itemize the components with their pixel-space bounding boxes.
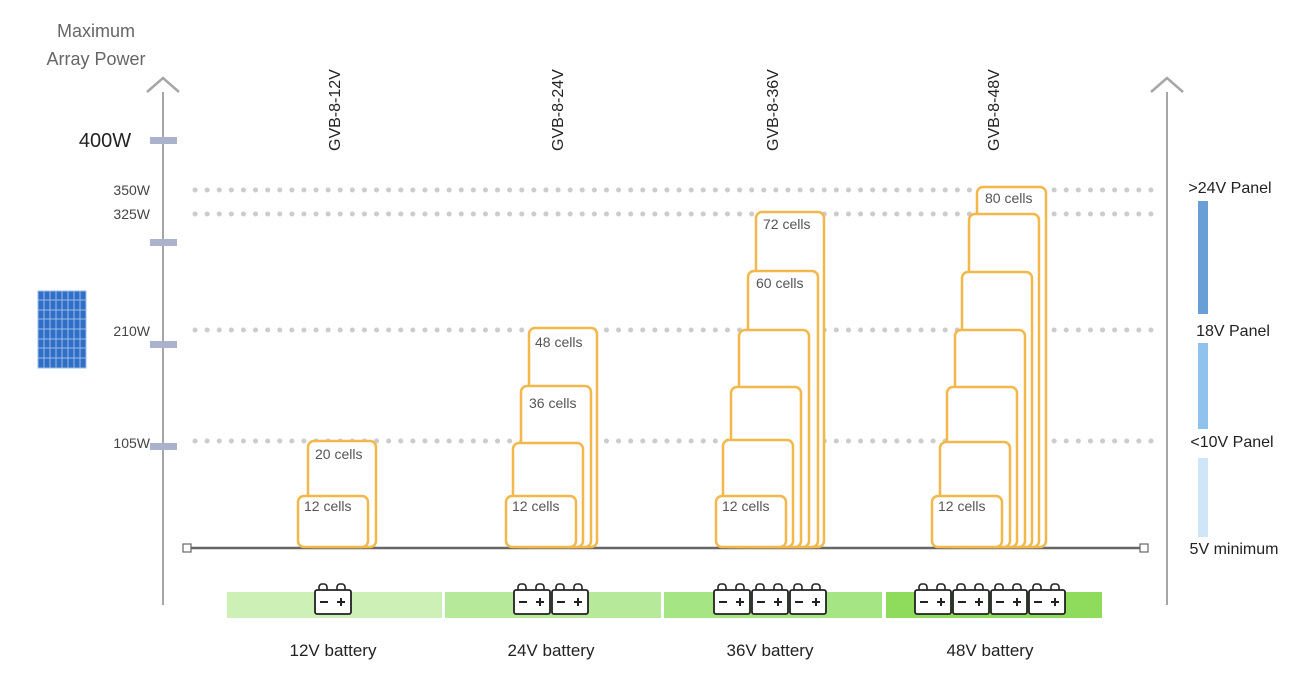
battery-icon xyxy=(513,583,551,615)
controller-24v: GVB-8-24V xyxy=(550,69,567,151)
controller-36v: GVB-8-36V xyxy=(765,69,782,151)
label-325w: 325W xyxy=(113,206,150,222)
stack-24v xyxy=(504,326,599,549)
battery-label-12v: 12V battery xyxy=(290,641,377,660)
cell-label: 36 cells xyxy=(529,395,576,411)
cell-label: 12 cells xyxy=(512,498,559,514)
panel-stacks xyxy=(296,185,1048,549)
panel-box-12-cells xyxy=(714,494,788,549)
battery-icons xyxy=(314,583,1066,615)
baseline-right-end xyxy=(1139,543,1149,553)
battery-icon xyxy=(551,583,589,615)
cell-label: 12 cells xyxy=(304,498,351,514)
tick-400w xyxy=(150,137,177,144)
tick-100w xyxy=(150,443,177,450)
stack-12v xyxy=(296,439,378,549)
cell-label: 72 cells xyxy=(763,216,810,232)
panel-box-12-cells xyxy=(930,494,1004,549)
voltage-bar-low xyxy=(1198,458,1208,537)
label-350w: 350W xyxy=(113,182,150,198)
label-210w: 210W xyxy=(113,323,150,339)
axis-title-line-1: Maximum xyxy=(57,21,135,41)
battery-label-36v: 36V battery xyxy=(727,641,814,660)
battery-icon xyxy=(751,583,789,615)
cell-label: 60 cells xyxy=(756,275,803,291)
panel-box-12-cells xyxy=(504,494,578,549)
battery-icon xyxy=(1028,583,1066,615)
left-axis-arrow-icon xyxy=(146,76,180,93)
battery-icon xyxy=(713,583,751,615)
battery-labels: 12V battery 24V battery 36V battery 48V … xyxy=(290,641,1034,660)
voltage-bar-mid xyxy=(1198,343,1208,429)
controller-48v: GVB-8-48V xyxy=(986,69,1003,151)
right-axis: >24V Panel 18V Panel <10V Panel 5V minim… xyxy=(1150,76,1279,605)
solar-panel-icon xyxy=(37,290,87,369)
label-105w: 105W xyxy=(113,435,150,451)
battery-label-24v: 24V battery xyxy=(508,641,595,660)
tick-300w xyxy=(150,239,177,246)
tick-200w xyxy=(150,341,177,348)
left-axis: Maximum Array Power 400W 350W 325W 210W … xyxy=(46,21,180,605)
right-axis-arrow-icon xyxy=(1150,76,1184,93)
battery-icon xyxy=(789,583,827,615)
axis-title-line-2: Array Power xyxy=(46,49,145,69)
battery-label-48v: 48V battery xyxy=(947,641,1034,660)
cell-labels: 12 cells 20 cells 12 cells 36 cells 48 c… xyxy=(304,190,1032,514)
cell-label: 12 cells xyxy=(938,498,985,514)
baseline-left-end xyxy=(182,543,192,553)
battery-icon xyxy=(314,583,352,615)
cell-label: 12 cells xyxy=(722,498,769,514)
label-24v-panel: >24V Panel xyxy=(1188,180,1271,197)
voltage-bar-high xyxy=(1198,201,1208,314)
battery-icon xyxy=(952,583,990,615)
panel-box-12-cells xyxy=(296,494,370,549)
stack-48v xyxy=(930,185,1048,549)
stack-36v xyxy=(714,210,826,549)
cell-label: 20 cells xyxy=(315,446,362,462)
label-5v-minimum: 5V minimum xyxy=(1190,541,1279,558)
label-10v-panel: <10V Panel xyxy=(1190,434,1273,451)
battery-icon xyxy=(990,583,1028,615)
battery-icon xyxy=(914,583,952,615)
label-18v-panel: 18V Panel xyxy=(1196,323,1270,340)
cell-label: 48 cells xyxy=(535,334,582,350)
label-400w: 400W xyxy=(79,130,131,152)
cell-label: 80 cells xyxy=(985,190,1032,206)
controller-labels: GVB-8-12V GVB-8-24V GVB-8-36V GVB-8-48V xyxy=(327,69,1003,151)
controller-12v: GVB-8-12V xyxy=(327,69,344,151)
guide-lines xyxy=(192,187,1163,444)
